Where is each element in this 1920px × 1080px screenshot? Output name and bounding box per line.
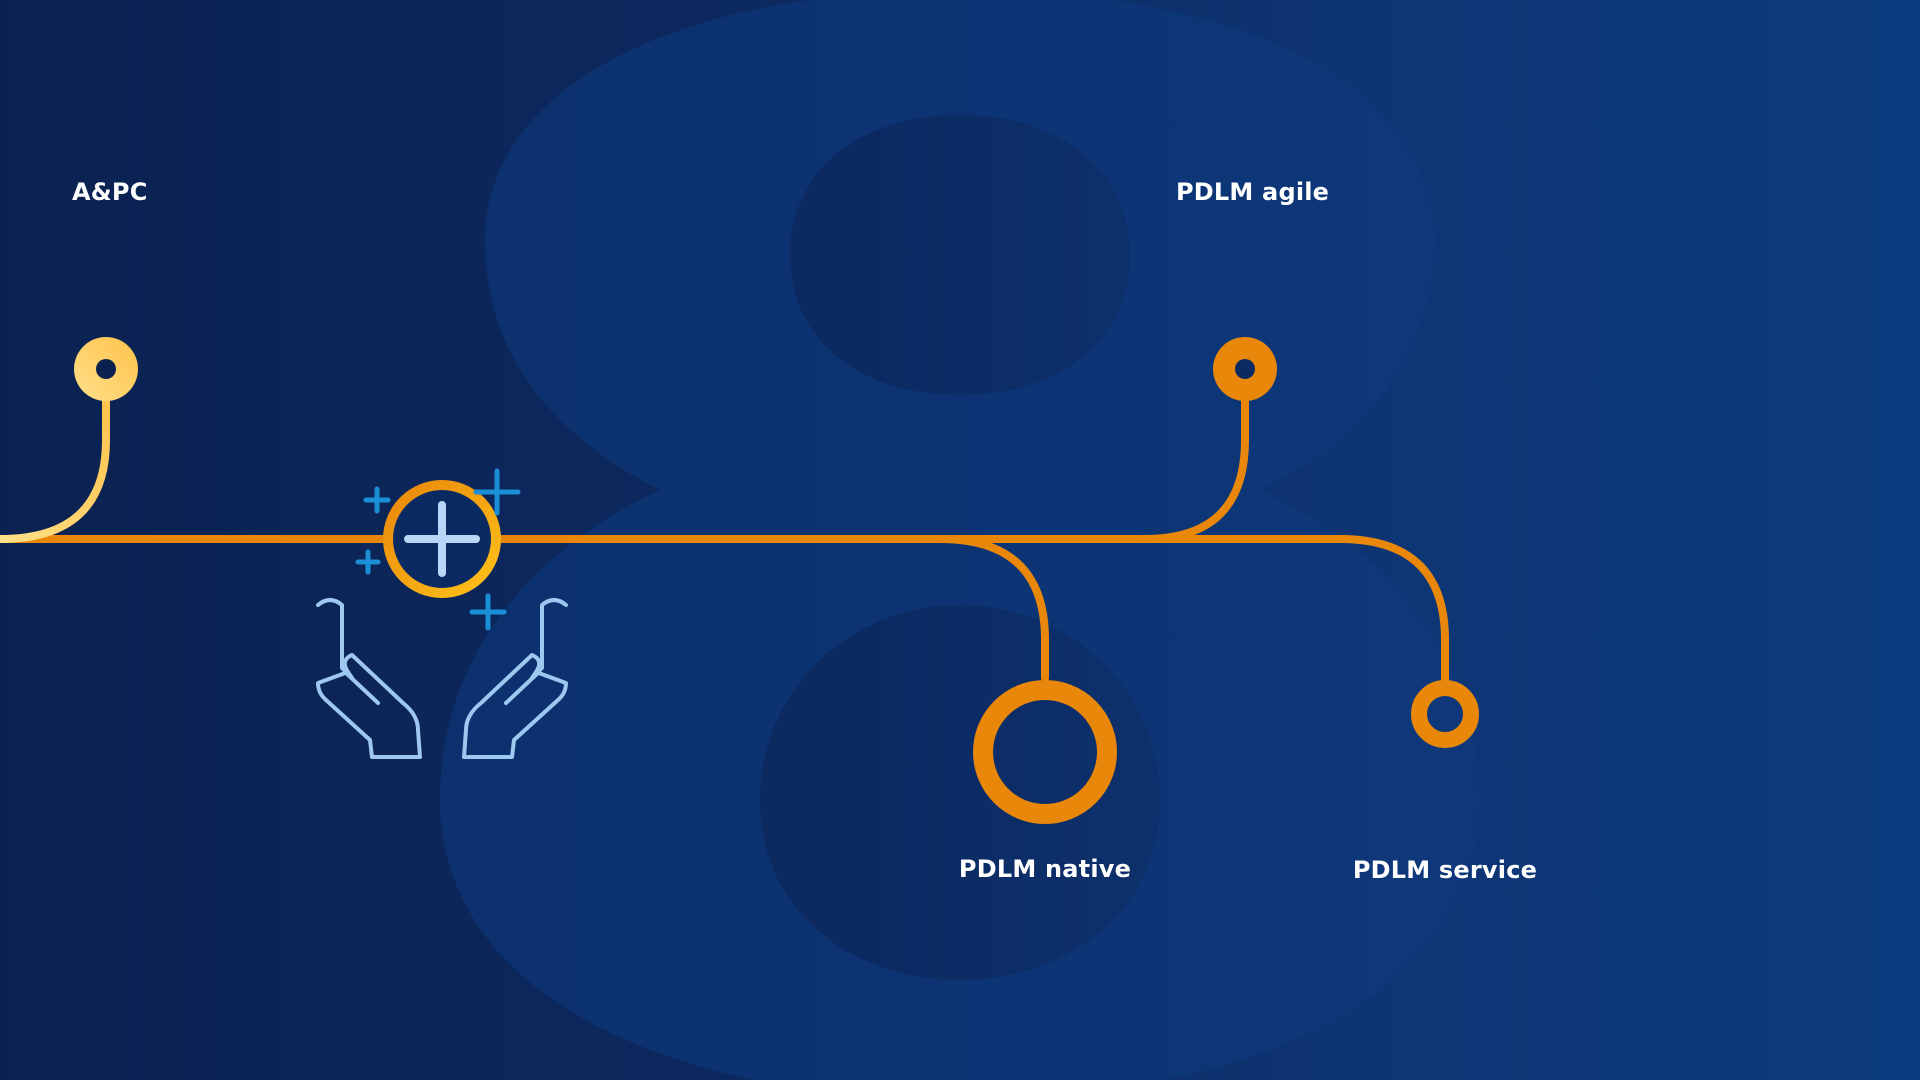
pdlm-service-branch-line — [1336, 535, 1449, 687]
milestone-node-pdlm-agile — [1213, 337, 1277, 401]
right-hand-icon — [462, 598, 568, 759]
milestone-label-pdlm-agile: PDLM agile — [1176, 178, 1330, 206]
pdlm-native-branch-line — [936, 535, 1049, 682]
plus-sparkle-icon — [355, 468, 521, 631]
apc-branch-line — [0, 376, 110, 543]
hands-holding-plus-icon — [316, 468, 568, 759]
milestone-label-apc: A&PC — [72, 178, 148, 206]
pdlm-agile-branch-line — [1141, 376, 1249, 543]
milestone-node-pdlm-service — [1411, 680, 1479, 748]
left-hand-icon — [316, 598, 422, 759]
milestone-label-pdlm-service: PDLM service — [1352, 856, 1538, 884]
milestone-node-apc — [74, 337, 138, 401]
timeline-lines — [0, 376, 1449, 687]
milestone-label-pdlm-native: PDLM native — [958, 855, 1132, 883]
milestone-node-pdlm-native — [973, 680, 1117, 824]
